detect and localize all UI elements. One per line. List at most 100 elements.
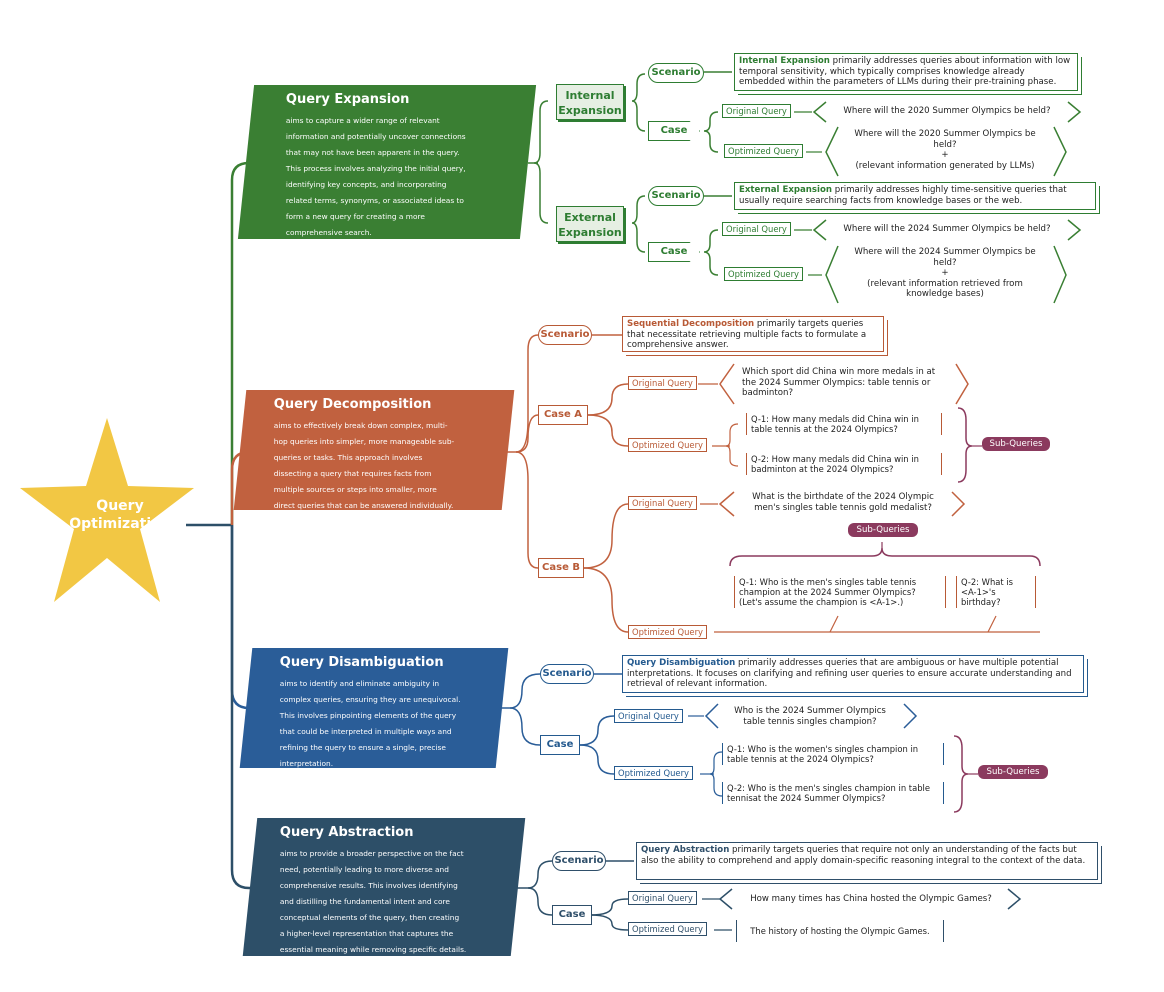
- opt-plus: +: [941, 150, 949, 160]
- desc-line: queries or tasks. This approach involves: [273, 453, 423, 462]
- star-shape: [20, 418, 194, 602]
- disambiguation-optimized-label: Optimized Query: [614, 766, 693, 780]
- expansion-desc: aims to capture a wider range of relevan…: [286, 113, 514, 241]
- internal-case-node: Case: [648, 121, 700, 141]
- desc-line: need, potentially leading to more divers…: [279, 865, 449, 874]
- case-b-sub-queries-badge: Sub-Queries: [848, 523, 918, 537]
- case-b-optimized-label: Optimized Query: [628, 625, 707, 639]
- opt-line: Where will the 2020 Summer Olympics be: [854, 129, 1036, 139]
- expansion-card: Query Expansion aims to capture a wider …: [237, 85, 537, 241]
- abstraction-scenario-box: Query Abstraction primarily targets quer…: [636, 842, 1098, 880]
- disambiguation-sub-queries-badge: Sub-Queries: [978, 765, 1048, 779]
- external-scenario-text: primarily addresses highly time-sensitiv…: [739, 185, 1067, 206]
- decomposition-scenario-text: primarily targets queries that necessita…: [627, 319, 867, 350]
- disambiguation-scenario-bold: Query Disambiguation: [627, 658, 736, 668]
- internal-label-line1: Internal: [565, 89, 615, 102]
- case-a-original-text: Which sport did China win more medals in…: [742, 367, 936, 398]
- internal-optimized-text: Where will the 2020 Summer Olympics be h…: [842, 129, 1048, 171]
- abstraction-optimized-text: The history of hosting the Olympic Games…: [736, 920, 944, 942]
- internal-scenario-bold: Internal Expansion: [739, 56, 830, 66]
- desc-line: complex queries, ensuring they are unequ…: [279, 695, 461, 704]
- disambiguation-card: Query Disambiguation aims to identify an…: [239, 648, 509, 768]
- desc-line: direct queries that can be answered indi…: [273, 501, 454, 510]
- desc-line: a higher-level representation that captu…: [279, 929, 454, 938]
- case-b-q1: Q-1: Who is the men's singles table tenn…: [734, 576, 946, 608]
- opt-plus: +: [941, 268, 949, 278]
- disambiguation-title: Query Disambiguation: [279, 655, 444, 670]
- abstraction-original-label: Original Query: [628, 891, 697, 905]
- disambiguation-original-label: Original Query: [614, 709, 683, 723]
- abstraction-original-text: How many times has China hosted the Olym…: [750, 894, 992, 904]
- external-label-line2: Expansion: [558, 226, 622, 239]
- case-b-q2: Q-2: What is <A-1>'s birthday?: [956, 576, 1036, 608]
- desc-line: related terms, synonyms, or associated i…: [285, 196, 464, 205]
- decomposition-scenario-box: Sequential Decomposition primarily targe…: [622, 316, 884, 352]
- case-a-q1: Q-1: How many medals did China win in ta…: [746, 413, 942, 435]
- disambiguation-scenario-node: Scenario: [540, 664, 594, 684]
- desc-line: identifying key concepts, and incorporat…: [285, 180, 447, 189]
- desc-line: aims to identify and eliminate ambiguity…: [279, 679, 440, 688]
- external-expansion-node: External Expansion: [556, 206, 624, 242]
- external-original-label: Original Query: [722, 222, 791, 236]
- abstraction-desc: aims to provide a broader perspective on…: [280, 846, 504, 958]
- case-a-original-label: Original Query: [628, 376, 697, 390]
- opt-line: (relevant information retrieved from: [867, 278, 1023, 289]
- abstraction-card: Query Abstraction aims to provide a broa…: [242, 818, 526, 958]
- internal-label-line2: Expansion: [558, 104, 622, 117]
- internal-expansion-node: Internal Expansion: [556, 84, 624, 120]
- decomposition-scenario-node: Scenario: [538, 325, 592, 345]
- external-optimized-text: Where will the 2024 Summer Olympics be h…: [842, 247, 1048, 300]
- case-b-node: Case B: [538, 558, 584, 578]
- external-original-text: Where will the 2024 Summer Olympics be h…: [843, 224, 1051, 234]
- disambiguation-q1: Q-1: Who is the women's singles champion…: [722, 743, 944, 765]
- desc-line: hop queries into simpler, more manageabl…: [273, 437, 455, 446]
- abstraction-title: Query Abstraction: [279, 825, 414, 840]
- expansion-title: Query Expansion: [285, 92, 410, 107]
- internal-original-text: Where will the 2020 Summer Olympics be h…: [843, 106, 1051, 116]
- opt-line: knowledge bases): [906, 289, 984, 299]
- opt-line: held?: [933, 139, 957, 150]
- desc-line: dissecting a query that requires facts f…: [273, 469, 432, 478]
- desc-line: comprehensive results. This involves ide…: [279, 881, 458, 890]
- abstraction-scenario-bold: Query Abstraction: [641, 845, 730, 855]
- external-case-node: Case: [648, 242, 700, 262]
- case-a-node: Case A: [538, 405, 588, 425]
- desc-line: information and potentially uncover conn…: [285, 132, 466, 141]
- disambiguation-q2: Q-2: Who is the men's singles champion i…: [722, 782, 944, 804]
- case-b-original-text: What is the birthdate of the 2024 Olympi…: [752, 492, 934, 513]
- disambiguation-original-text: Who is the 2024 Summer Olympics table te…: [734, 706, 886, 727]
- desc-line: aims to effectively break down complex, …: [273, 421, 448, 430]
- disambiguation-desc: aims to identify and eliminate ambiguity…: [280, 676, 488, 772]
- center-label-line1: Query: [96, 498, 144, 514]
- abstraction-scenario-node: Scenario: [552, 851, 606, 871]
- desc-line: essential meaning while removing specifi…: [279, 945, 467, 954]
- internal-scenario-text: primarily addresses queries about inform…: [739, 56, 1071, 87]
- internal-scenario-node: Scenario: [648, 63, 704, 83]
- internal-scenario-box: Internal Expansion primarily addresses q…: [734, 53, 1078, 91]
- case-a-optimized-label: Optimized Query: [628, 438, 707, 452]
- external-scenario-box: External Expansion primarily addresses h…: [734, 182, 1096, 210]
- decomposition-scenario-bold: Sequential Decomposition: [627, 319, 755, 329]
- abstraction-case-node: Case: [552, 905, 592, 925]
- external-scenario-bold: External Expansion: [739, 185, 833, 195]
- center-label-line2: Optimization: [69, 516, 171, 532]
- desc-line: comprehensive search.: [285, 228, 372, 237]
- center-label: Query Optimization: [40, 497, 200, 533]
- desc-line: refining the query to ensure a single, p…: [279, 743, 446, 752]
- decomposition-title: Query Decomposition: [273, 397, 432, 412]
- external-optimized-label: Optimized Query: [724, 267, 803, 281]
- desc-line: form a new query for creating a more: [285, 212, 425, 221]
- desc-line: and distilling the fundamental intent an…: [279, 897, 450, 906]
- abstraction-scenario-text: primarily targets queries that require n…: [641, 845, 1086, 866]
- opt-line: held?: [933, 257, 957, 268]
- desc-line: multiple sources or steps into smaller, …: [273, 485, 437, 494]
- internal-optimized-label: Optimized Query: [724, 144, 803, 158]
- desc-line: conceptual elements of the query, then c…: [279, 913, 460, 922]
- external-scenario-node: Scenario: [648, 186, 704, 206]
- desc-line: aims to provide a broader perspective on…: [279, 849, 464, 858]
- case-a-sub-queries-badge: Sub-Queries: [982, 437, 1050, 451]
- desc-line: interpretation.: [279, 759, 334, 768]
- opt-line: Where will the 2024 Summer Olympics be: [854, 247, 1036, 257]
- desc-line: This process involves analyzing the init…: [285, 164, 466, 173]
- disambiguation-scenario-text: primarily addresses queries that are amb…: [627, 658, 1072, 689]
